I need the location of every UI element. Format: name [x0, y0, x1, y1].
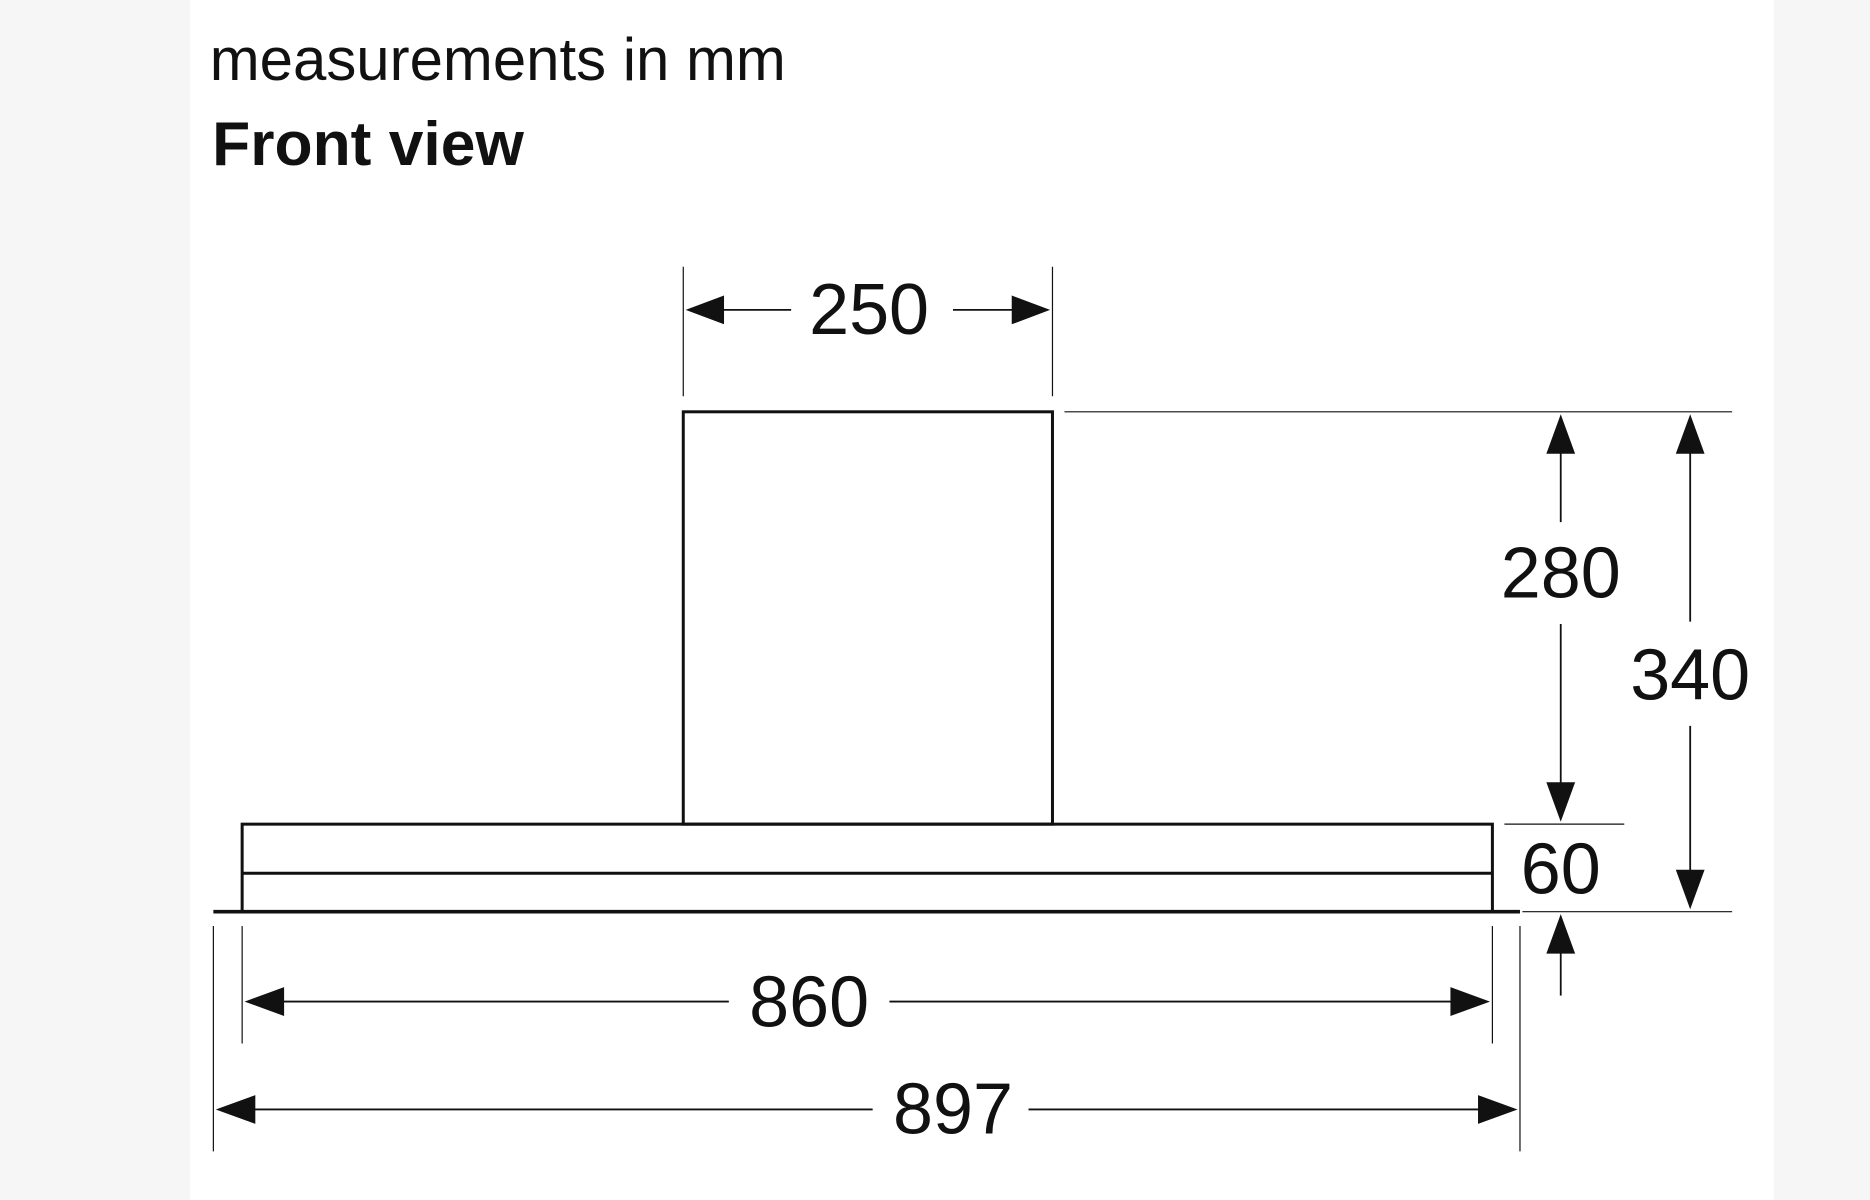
drawing-sheet: [190, 0, 1774, 1200]
dim-860-label: 860: [749, 963, 869, 1043]
chimney-outline: [681, 410, 1054, 826]
dimension-canopy-height: 60: [1521, 830, 1601, 996]
units-note: measurements in mm: [210, 26, 786, 93]
dim-60-label: 60: [1521, 830, 1601, 910]
view-title: Front view: [212, 110, 524, 179]
dimension-canopy-width: 860: [241, 926, 1494, 1044]
canopy-outline: [240, 822, 1494, 914]
dimension-overall-width: 897: [212, 926, 1521, 1152]
dim-280-label: 280: [1501, 534, 1621, 614]
dimension-chimney-width: 250: [682, 266, 1054, 397]
dim-340-label: 340: [1630, 635, 1750, 715]
dim-250-label: 250: [809, 270, 929, 350]
dimension-chimney-height: 280: [1501, 414, 1621, 822]
dim-897-label: 897: [893, 1069, 1013, 1149]
dimension-total-height: 340: [1630, 414, 1750, 910]
